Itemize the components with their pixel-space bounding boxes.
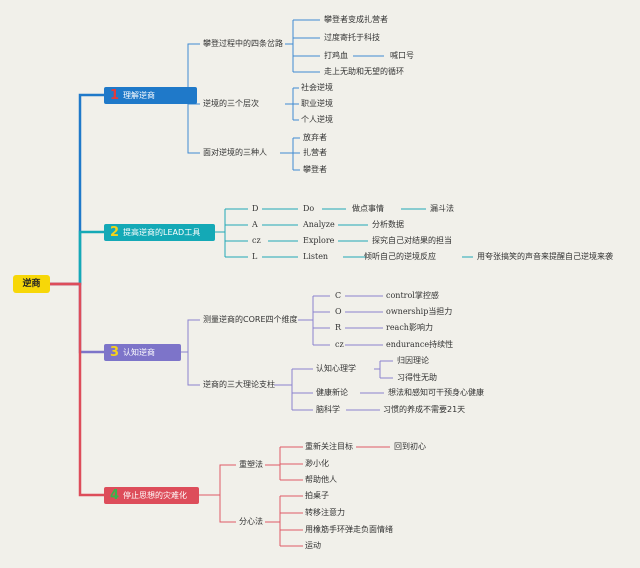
topic-item[interactable]: 重新关注目标 xyxy=(305,442,353,451)
topic-three-people[interactable]: 面对逆境的三种人 xyxy=(203,148,267,157)
branch-number: 4 xyxy=(110,488,120,503)
lead-letter[interactable]: cz xyxy=(252,236,261,245)
lead-letter[interactable]: A xyxy=(252,220,258,229)
pillar-label[interactable]: 健康新论 xyxy=(316,388,348,397)
lead-extra[interactable]: 漏斗法 xyxy=(430,204,454,213)
topic-item[interactable]: 转移注意力 xyxy=(305,508,345,517)
core-desc-zh: 掌控感 xyxy=(414,291,439,300)
core-desc-en: reach xyxy=(386,323,409,332)
topic-item[interactable]: 帮助他人 xyxy=(305,475,337,484)
topic-item[interactable]: 喊口号 xyxy=(390,51,414,60)
core-letter[interactable]: R xyxy=(335,323,342,332)
core-desc[interactable]: endurance持续性 xyxy=(386,340,453,350)
topic-item[interactable]: 职业逆境 xyxy=(301,99,333,108)
core-desc-en: endurance xyxy=(386,340,430,349)
branch-number: 2 xyxy=(110,225,120,240)
topic-reshape[interactable]: 重塑法 xyxy=(239,460,263,469)
topic-four-forks[interactable]: 攀登过程中的四条岔路 xyxy=(203,39,283,48)
topic-item[interactable]: 渺小化 xyxy=(305,459,329,468)
topic-item[interactable]: 用橡筋手环弹走负面情绪 xyxy=(305,525,393,534)
topic-item[interactable]: 拍桌子 xyxy=(305,491,329,500)
pillar-label[interactable]: 认知心理学 xyxy=(316,364,356,373)
core-desc-zh: 影响力 xyxy=(408,323,433,332)
topic-item[interactable]: 扎营者 xyxy=(303,148,327,157)
core-desc-en: ownership xyxy=(386,307,429,316)
topic-item[interactable]: 放弃者 xyxy=(303,133,327,142)
branch-label: 理解逆商 xyxy=(123,91,156,100)
branch-number: 1 xyxy=(110,88,120,103)
lead-word[interactable]: Listen xyxy=(303,252,329,261)
topic-item[interactable]: 回到初心 xyxy=(394,442,426,451)
topic-distract[interactable]: 分心法 xyxy=(239,517,263,526)
lead-desc[interactable]: 分析数据 xyxy=(372,220,404,229)
topic-item[interactable]: 走上无助和无望的循环 xyxy=(324,67,404,76)
lead-desc[interactable]: 探究自己对结果的担当 xyxy=(372,236,452,245)
topic-item[interactable]: 归因理论 xyxy=(397,356,429,365)
lead-letter[interactable]: L xyxy=(252,252,258,261)
branch-label: 认知逆商 xyxy=(123,348,156,357)
topic-item[interactable]: 习惯的养成不需要21天 xyxy=(383,405,466,414)
lead-letter[interactable]: D xyxy=(252,204,259,213)
lead-desc[interactable]: 做点事情 xyxy=(352,204,384,213)
topic-item[interactable]: 过度寄托于科技 xyxy=(324,33,380,42)
branch-label: 提高逆商的LEAD工具 xyxy=(123,228,201,237)
topic-item[interactable]: 个人逆境 xyxy=(301,115,333,124)
pillar-label[interactable]: 脑科学 xyxy=(316,405,340,414)
topic-theory-pillars[interactable]: 逆商的三大理论支柱 xyxy=(203,380,275,389)
topic-item[interactable]: 想法和感知可干预身心健康 xyxy=(388,388,484,397)
topic-item[interactable]: 攀登者变成扎营者 xyxy=(324,15,388,24)
branch-label: 停止思想的灾难化 xyxy=(123,491,188,500)
lead-desc[interactable]: 倾听自己的逆境反应 xyxy=(364,252,436,261)
core-letter[interactable]: O xyxy=(335,307,342,316)
core-desc[interactable]: reach影响力 xyxy=(386,323,433,333)
lead-word[interactable]: Do xyxy=(303,204,315,213)
topic-core-dimensions[interactable]: 测量逆商的CORE四个维度 xyxy=(203,315,298,324)
topic-item[interactable]: 运动 xyxy=(305,541,321,550)
topic-item[interactable]: 打鸡血 xyxy=(324,51,348,60)
lead-word[interactable]: Analyze xyxy=(303,220,335,229)
core-desc[interactable]: control掌控感 xyxy=(386,291,439,301)
core-desc-en: control xyxy=(386,291,415,300)
core-letter[interactable]: cz xyxy=(335,340,344,349)
core-desc[interactable]: ownership当担力 xyxy=(386,307,452,317)
core-desc-zh: 当担力 xyxy=(428,307,453,316)
lead-extra[interactable]: 用夸张搞笑的声音来提醒自己逆境来袭 xyxy=(477,252,613,261)
lead-word[interactable]: Explore xyxy=(303,236,335,245)
branch-number: 3 xyxy=(110,345,120,360)
topic-item[interactable]: 习得性无助 xyxy=(397,373,437,382)
core-desc-zh: 持续性 xyxy=(429,340,454,349)
topic-adversity-levels[interactable]: 逆境的三个层次 xyxy=(203,99,259,108)
root-node[interactable]: 逆商 xyxy=(13,275,50,293)
core-letter[interactable]: C xyxy=(335,291,342,300)
topic-item[interactable]: 社会逆境 xyxy=(301,83,333,92)
topic-item[interactable]: 攀登者 xyxy=(303,165,327,174)
